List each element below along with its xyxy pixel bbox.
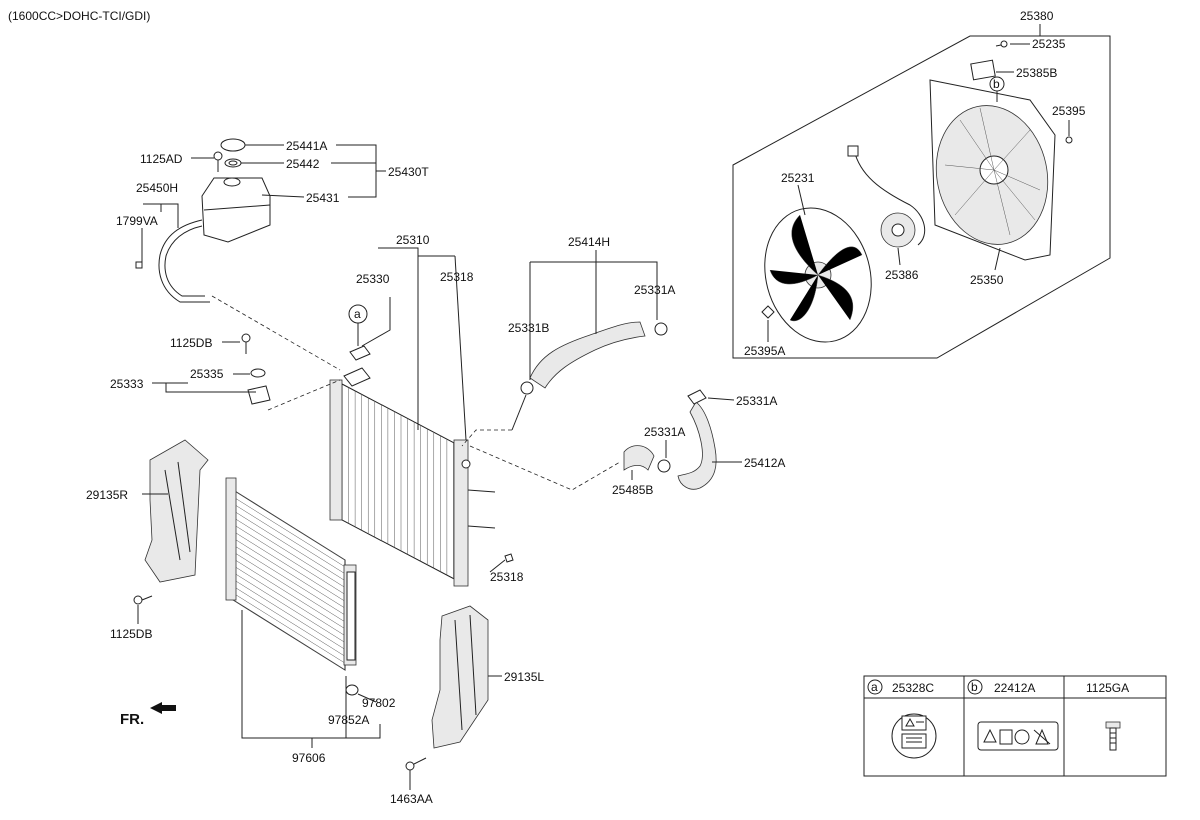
radiator-group: a 25310 25330 25318 25318 [329,233,524,587]
label-25335: 25335 [190,367,224,381]
screw-25235[interactable] [995,40,1008,48]
label-29135R: 29135R [86,488,128,502]
fan-assembly-frame [732,35,1111,359]
label-25395: 25395 [1052,104,1086,118]
air-guard-29135R[interactable] [144,439,209,583]
legend-callout-a: a [871,680,878,694]
reservoir-cap-25441A[interactable] [220,138,246,152]
fan-assembly-group: b 25380 25235 25385B 25395 25231 25386 2… [732,9,1111,359]
label-25414H: 25414H [568,235,610,249]
label-25331A-upper: 25331A [634,283,675,297]
legend-part-1125GA: 1125GA [1086,681,1129,695]
air-guard-right-group: 29135R 1125DB [86,439,209,641]
label-25333: 25333 [110,377,144,391]
plug-25318-bottom[interactable] [504,553,514,563]
fan-shroud-25350[interactable] [924,79,1061,261]
mount-bracket-group: 1125DB 25335 25333 [110,295,341,411]
fan-blade-25231[interactable] [750,196,886,354]
cap-97852A[interactable] [345,684,359,696]
label-25450H: 25450H [136,181,178,195]
insulator-25335[interactable] [250,368,266,378]
label-25380: 25380 [1020,9,1054,23]
label-1463AA: 1463AA [390,792,433,806]
label-97802: 97802 [362,696,396,710]
label-25385B: 25385B [1016,66,1057,80]
label-97852A: 97852A [328,713,369,727]
clip-25395[interactable] [1065,136,1073,144]
connector-25385B[interactable] [970,59,996,81]
bolt-1125GA-icon [1105,721,1121,751]
label-25442: 25442 [286,157,320,171]
bolt-1125DB-upper[interactable] [241,333,251,354]
label-1125AD: 1125AD [140,152,183,166]
legend-callout-b: b [971,680,978,694]
label-25485B: 25485B [612,483,653,497]
reservoir-tank-25431[interactable] [201,177,271,243]
label-25395A: 25395A [744,344,785,358]
legend-part-22412A: 22412A [994,681,1035,695]
upper-hose-25414H[interactable] [529,321,646,389]
legend-table: a 25328C b 22412A 1125GA [863,675,1167,777]
clamp-25331A-upper[interactable] [654,322,668,336]
callout-b-fan: b [993,77,1000,91]
engine-spec-title: (1600CC>DOHC-TCI/GDI) [8,9,150,23]
label-25331A-mid: 25331A [736,394,777,408]
label-25331B: 25331B [508,321,549,335]
label-25318-bottom: 25318 [490,570,524,584]
air-guard-29135L[interactable] [431,605,489,749]
bracket-25333[interactable] [247,385,271,405]
label-25235: 25235 [1032,37,1066,51]
front-arrow-icon [150,702,176,714]
label-25430T: 25430T [388,165,429,179]
hose-25450H[interactable] [158,219,210,303]
label-25412A: 25412A [744,456,785,470]
lower-hose-25412A[interactable] [677,401,717,490]
label-1125DB-lower: 1125DB [110,627,152,641]
clip-25395A[interactable] [761,305,775,319]
bolt-1463AA[interactable] [405,757,427,771]
label-25318-top: 25318 [440,270,474,284]
warning-label-rect-icon [977,721,1059,751]
label-25231: 25231 [781,171,815,185]
clamp-25331B[interactable] [520,381,534,395]
clamp-25331A-lower[interactable] [657,459,671,473]
front-direction-indicator: FR. [120,702,176,728]
clamp-25331A-lower-top[interactable] [687,389,707,405]
label-25431: 25431 [306,191,340,205]
label-25350: 25350 [970,273,1004,287]
radiator-25310[interactable] [329,379,496,587]
front-label: FR. [120,711,144,728]
label-1125DB-upper: 1125DB [170,336,212,350]
upper-hose-group: 25414H 25331A 25331B [461,235,675,447]
clip-1799VA[interactable] [135,261,143,269]
bolt-1125DB-lower[interactable] [133,595,153,605]
plug-25318-top[interactable] [461,459,471,469]
receiver-dryer-97802[interactable] [346,571,356,661]
bolt-1125AD[interactable] [213,151,223,172]
label-25331A-lower: 25331A [644,425,685,439]
label-25441A: 25441A [286,139,327,153]
warning-label-round-icon [891,713,937,759]
label-25330: 25330 [356,272,390,286]
reservoir-group: 25441A 25442 25430T 25431 1125AD 25450H … [116,138,429,303]
label-29135L: 29135L [504,670,544,684]
label-25310: 25310 [396,233,430,247]
legend-part-25328C: 25328C [892,681,934,695]
condenser-group: 97802 97852A 97606 [225,477,396,765]
label-25386: 25386 [885,268,919,282]
lower-hose-group: 25331A 25331A 25412A 25485B [469,389,785,497]
label-97606: 97606 [292,751,326,765]
fan-motor-25386[interactable] [847,145,926,248]
gasket-25442[interactable] [224,158,242,168]
air-guard-left-group: 29135L 1463AA [390,605,544,806]
label-1799VA: 1799VA [116,214,158,228]
callout-a-radiator: a [354,307,361,321]
bracket-25330[interactable] [343,345,371,387]
condenser-97606[interactable] [225,477,357,671]
fitting-25485B[interactable] [623,445,655,471]
